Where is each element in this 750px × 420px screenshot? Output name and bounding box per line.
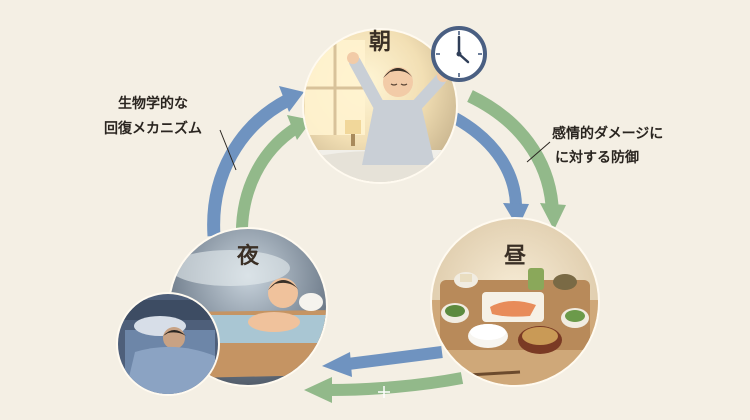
arrowhead-noon-to-night-green <box>304 377 332 403</box>
arrow-noon-to-night-green <box>329 372 464 396</box>
left-annotation-leader <box>219 129 237 171</box>
left-annotation: 生物学的な 回復メカニズム <box>104 95 237 171</box>
arrowhead-morning-to-noon-blue <box>503 203 529 228</box>
arrow-morning-to-noon-green <box>467 90 559 206</box>
arrowhead-morning-to-noon-green <box>540 203 566 230</box>
meal-tray-icon <box>432 268 598 385</box>
right-annotation-line2: に対する防御 <box>555 149 639 166</box>
clock-icon <box>431 26 487 82</box>
noon-label: 昼 <box>504 244 527 269</box>
arrow-morning-to-noon-blue <box>452 112 522 206</box>
morning-label: 朝 <box>369 29 391 55</box>
arrowhead-noon-to-night-blue <box>322 352 352 377</box>
night-label: 夜 <box>236 243 260 269</box>
left-annotation-line2: 回復メカニズム <box>104 120 202 137</box>
arrow-night-to-morning-green <box>235 122 300 241</box>
arrow-noon-to-night-blue <box>347 346 443 370</box>
arrowhead-night-to-morning-blue <box>279 86 304 112</box>
right-annotation: 感情的ダメージに に対する防御 <box>526 125 663 166</box>
right-annotation-line1: 感情的ダメージに <box>552 125 663 142</box>
arrow-night-to-morning-blue <box>207 94 292 237</box>
noon-node: 昼 <box>430 217 600 387</box>
left-annotation-line1: 生物学的な <box>118 95 188 112</box>
right-annotation-leader <box>526 141 551 163</box>
sleep-inset <box>116 292 220 396</box>
